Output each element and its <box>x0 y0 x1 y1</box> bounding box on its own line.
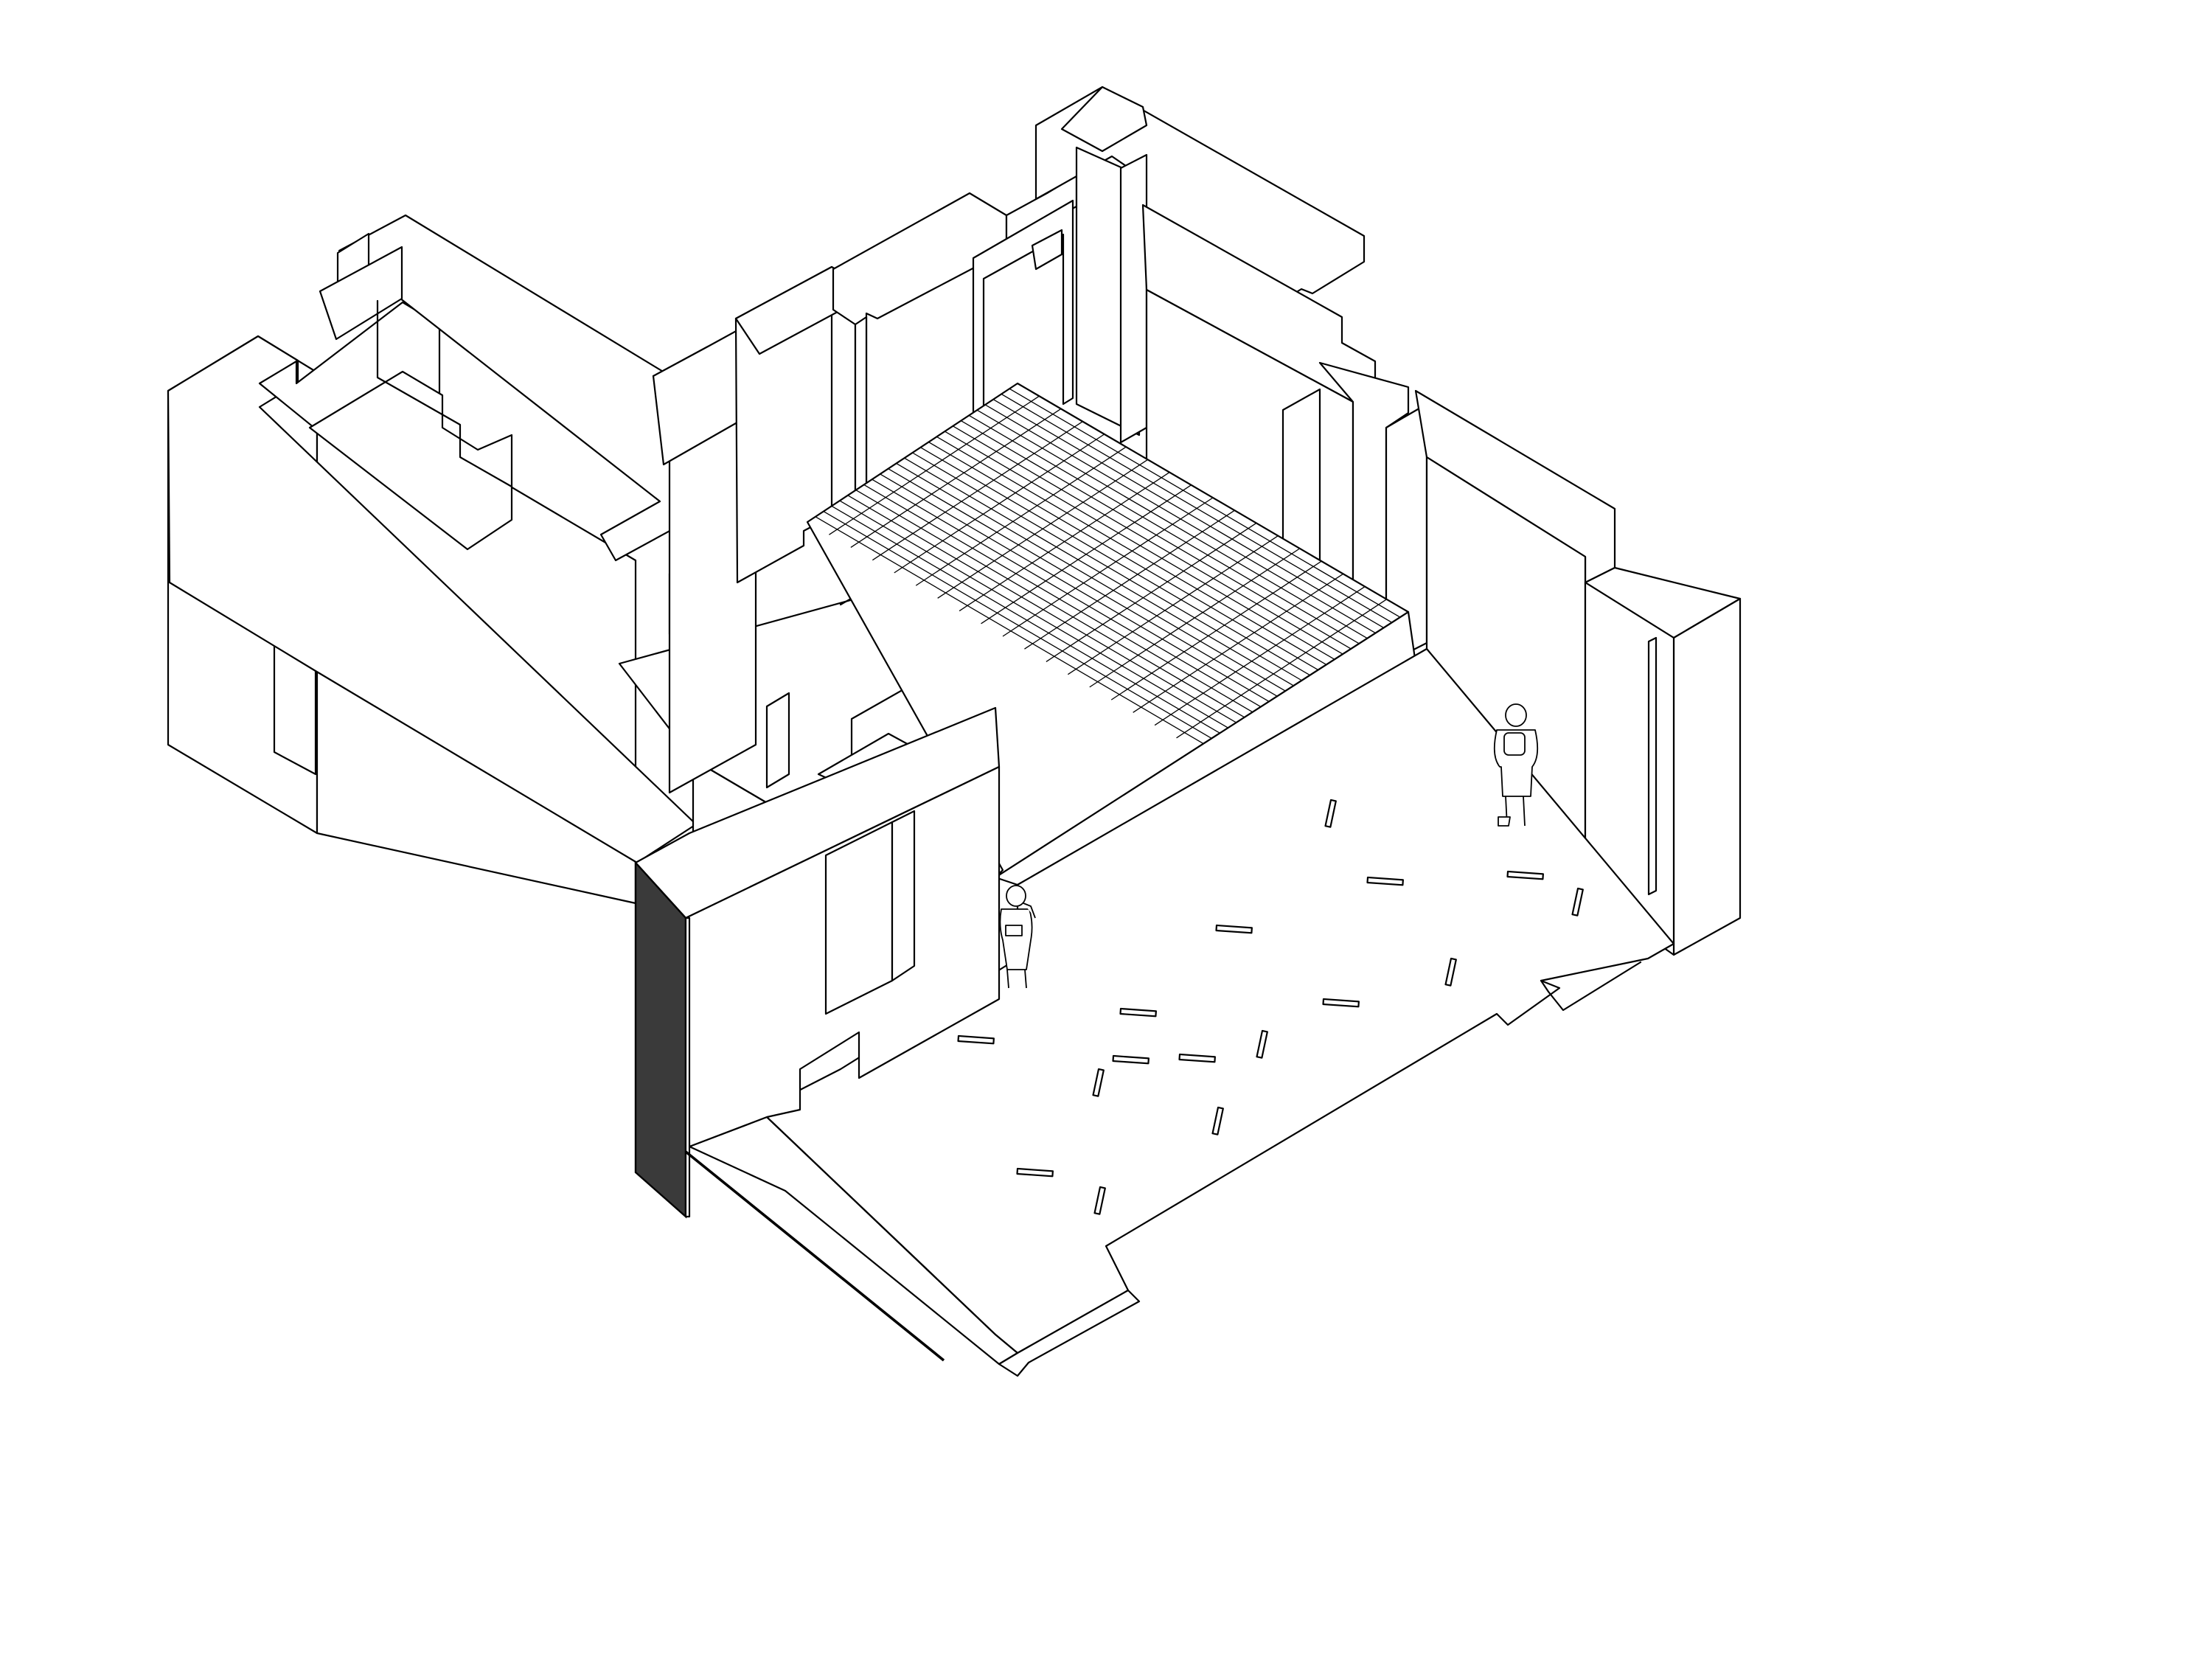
tile-marker <box>1016 1167 1054 1178</box>
courtyard-tile-markers <box>957 799 1584 1215</box>
front-wall-column <box>891 810 916 982</box>
middle-link-door-b <box>765 692 790 789</box>
grid-line <box>831 505 1223 735</box>
back-wall <box>652 174 1078 794</box>
grid-line <box>815 516 1207 746</box>
tile-marker <box>1324 799 1337 828</box>
person-with-backpack <box>1493 703 1539 827</box>
grid-line <box>976 409 1368 639</box>
back-wall-segment-3 <box>832 192 1008 525</box>
left-block-stair-lower <box>308 370 513 551</box>
tile-marker <box>1112 1054 1150 1065</box>
back-wall-door-lintel <box>1031 229 1063 271</box>
tile-marker <box>1211 1106 1224 1135</box>
front-wall-base-line <box>684 1150 945 1362</box>
grid-line <box>1001 393 1393 624</box>
left-block-raised-section <box>319 246 403 341</box>
grid-line <box>847 495 1239 725</box>
tile-marker <box>1366 876 1404 886</box>
right-block-pillar-b <box>1119 153 1148 444</box>
grid-line <box>839 500 1231 730</box>
tile-marker <box>1322 998 1360 1008</box>
tile-marker <box>1092 1068 1105 1097</box>
grid-line <box>928 441 1320 672</box>
grid-line <box>936 436 1328 666</box>
grid-line <box>968 414 1360 644</box>
grid-court-tiles <box>815 388 1401 746</box>
left-block-inner-edge <box>376 299 513 488</box>
left-block-roof <box>167 335 698 864</box>
grid-line <box>960 420 1352 650</box>
dark-panel-edge <box>684 917 691 1218</box>
grid-line <box>823 510 1215 741</box>
tile-marker <box>1571 887 1584 917</box>
courtyard-inner-edge <box>765 1116 997 1336</box>
grid-line <box>992 399 1385 629</box>
grid-line <box>904 457 1295 687</box>
courtyard-right-edge <box>1540 961 1642 1012</box>
grid-line <box>863 484 1256 714</box>
grid-line <box>920 447 1312 677</box>
tile-marker <box>1178 1053 1216 1063</box>
tile-marker <box>1444 957 1457 987</box>
tile-marker <box>1256 1029 1268 1059</box>
grid-line <box>855 490 1248 720</box>
courtyard-lower-step <box>998 1289 1141 1377</box>
right-block-end-front <box>1672 597 1742 956</box>
front-wall-opening <box>824 821 894 1015</box>
right-block-pipe <box>1647 636 1658 896</box>
front-courtyard <box>688 647 1675 1377</box>
left-block <box>167 214 745 905</box>
tile-marker <box>1093 1186 1106 1215</box>
grid-line <box>952 425 1344 655</box>
grid-line <box>888 468 1279 698</box>
tile-marker <box>957 1034 995 1045</box>
grid-line <box>912 452 1304 682</box>
grid-line <box>984 404 1377 634</box>
grid-line <box>945 431 1336 661</box>
grid-line <box>872 479 1264 709</box>
person-near-wall <box>999 885 1036 989</box>
grid-line <box>1009 388 1401 618</box>
dark-accent-panel <box>634 860 687 1219</box>
tile-marker <box>1119 1007 1157 1018</box>
tile-marker <box>1215 924 1253 934</box>
grid-line <box>896 462 1287 693</box>
front-wall <box>634 706 1001 1362</box>
tile-marker <box>1506 870 1544 880</box>
right-block-corner-top <box>1060 86 1148 153</box>
grid-line <box>880 473 1271 703</box>
